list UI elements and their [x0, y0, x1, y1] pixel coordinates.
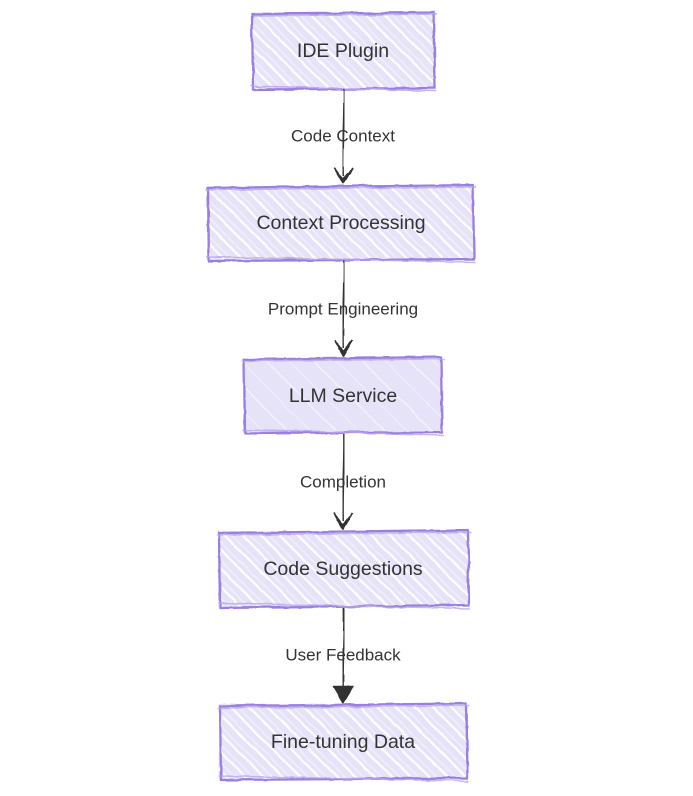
node-ide-plugin-fill: [252, 13, 435, 89]
node-ide-plugin-border: [250, 11, 438, 92]
node-fine-tuning-data-label: Fine-tuning Data: [271, 731, 415, 753]
edge-code-context-arrowhead: [333, 166, 354, 184]
node-fine-tuning-data-border: [217, 702, 470, 782]
edge-code-context: Code Context: [291, 88, 395, 184]
edge-user-feedback-label: User Feedback: [285, 645, 401, 664]
edge-completion-line: [341, 433, 346, 522]
node-code-suggestions[interactable]: Code Suggestions: [216, 528, 472, 610]
node-llm-service[interactable]: LLM Service: [241, 355, 445, 436]
edge-code-context-line: [341, 88, 346, 177]
edge-prompt-engineering: Prompt Engineering: [268, 260, 418, 357]
edge-prompt-engineering-arrowhead: [333, 339, 354, 357]
node-code-suggestions-border: [216, 528, 472, 610]
edge-user-feedback: User Feedback: [285, 607, 401, 704]
node-llm-service-fill: [243, 358, 442, 433]
node-context-processing-fill: [207, 186, 474, 260]
edge-prompt-engineering-line: [341, 260, 346, 349]
node-llm-service-label: LLM Service: [289, 385, 397, 407]
edge-prompt-engineering-label: Prompt Engineering: [268, 299, 418, 318]
node-ide-plugin[interactable]: IDE Plugin: [250, 11, 438, 92]
edge-completion: Completion: [300, 433, 386, 530]
node-ide-plugin-label: IDE Plugin: [297, 40, 389, 62]
node-fine-tuning-data[interactable]: Fine-tuning Data: [217, 702, 470, 782]
node-code-suggestions-fill: [218, 531, 469, 607]
node-code-suggestions-label: Code Suggestions: [263, 558, 423, 580]
node-llm-service-border: [241, 355, 445, 436]
edge-user-feedback-line: [341, 607, 346, 693]
edge-code-context-label: Code Context: [291, 126, 395, 145]
edge-completion-arrowhead: [333, 512, 354, 530]
edge-completion-label: Completion: [300, 472, 386, 491]
node-context-processing-border: [205, 183, 477, 263]
node-context-processing[interactable]: Context Processing: [205, 183, 477, 263]
node-context-processing-label: Context Processing: [256, 212, 425, 234]
edge-user-feedback-arrowhead: [332, 686, 354, 704]
node-fine-tuning-data-fill: [219, 704, 467, 780]
